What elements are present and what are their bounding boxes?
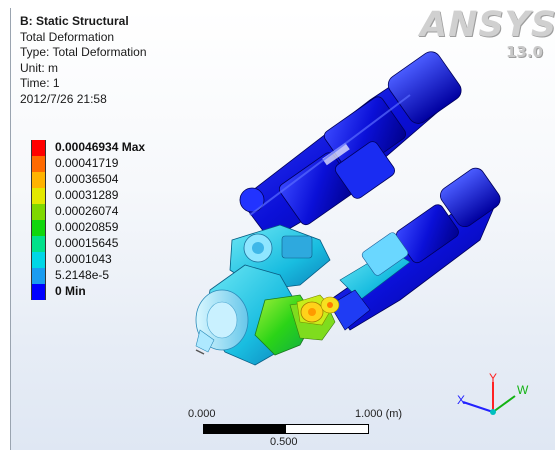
logo-wordmark: ANSYS bbox=[420, 5, 555, 45]
legend-entry: 0.00026074 bbox=[31, 204, 231, 220]
legend-label: 0.00041719 bbox=[55, 156, 119, 170]
legend-swatch bbox=[31, 268, 46, 284]
legend-swatch bbox=[31, 204, 46, 220]
scale-bar-black-segment bbox=[204, 425, 286, 433]
scale-label-end: 1.000 (m) bbox=[355, 408, 403, 420]
w-axis-label: W bbox=[517, 383, 529, 397]
legend-swatch bbox=[31, 220, 46, 236]
legend-entry: 0.00041719 bbox=[31, 156, 231, 172]
result-name: Total Deformation bbox=[20, 29, 115, 44]
scale-label-start: 0.000 bbox=[188, 408, 216, 420]
result-unit: Unit: m bbox=[20, 60, 59, 75]
max-deformation-clevis bbox=[296, 294, 340, 326]
legend-entry: 0.00015645 bbox=[31, 236, 231, 252]
caption-strip bbox=[0, 0, 555, 8]
legend-label: 0.0001043 bbox=[55, 252, 112, 266]
legend-swatch bbox=[31, 284, 46, 300]
legend-entry: 0.00046934 Max bbox=[31, 140, 231, 156]
legend-swatch bbox=[31, 236, 46, 252]
upper-arm bbox=[239, 51, 462, 241]
legend-entry: 0 Min bbox=[31, 284, 231, 300]
legend-label: 0.00036504 bbox=[55, 172, 119, 186]
legend-entry: 0.00036504 bbox=[31, 172, 231, 188]
ansys-logo: ANSYS 13.0 bbox=[420, 5, 555, 61]
result-type: Type: Total Deformation bbox=[20, 45, 147, 60]
legend-label: 0.00015645 bbox=[55, 236, 119, 250]
legend-swatch bbox=[31, 140, 46, 156]
analysis-title: B: Static Structural bbox=[20, 14, 129, 28]
logo-version: 13.0 bbox=[505, 43, 543, 61]
legend-entry: 0.00031289 bbox=[31, 188, 231, 204]
result-time: Time: 1 bbox=[20, 76, 60, 91]
x-axis-label: X bbox=[457, 393, 465, 407]
scale-bar bbox=[203, 424, 369, 434]
z-axis-arrow bbox=[492, 395, 516, 413]
legend-entry: 0.00020859 bbox=[31, 220, 231, 236]
result-timestamp: 2012/7/26 21:58 bbox=[20, 91, 107, 106]
legend-label: 5.2148e-5 bbox=[55, 268, 110, 282]
y-axis-label: Y bbox=[489, 371, 497, 385]
coordinate-triad[interactable]: X Y W bbox=[455, 370, 545, 430]
legend-swatch bbox=[31, 252, 46, 268]
legend-label: 0.00026074 bbox=[55, 204, 119, 218]
bottom-margin bbox=[0, 450, 555, 460]
legend-entry: 0.0001043 bbox=[31, 252, 231, 268]
legend-swatch bbox=[31, 156, 46, 172]
legend-swatch bbox=[31, 188, 46, 204]
lower-arm bbox=[329, 167, 501, 331]
legend-entry: 5.2148e-5 bbox=[31, 268, 231, 284]
legend-label: 0.00020859 bbox=[55, 220, 119, 234]
x-axis-arrow bbox=[462, 401, 494, 413]
triad-origin bbox=[490, 409, 496, 415]
legend-swatch bbox=[31, 172, 46, 188]
legend-label: 0 Min bbox=[55, 284, 86, 298]
result-info-block: B: Static Structural Total Deformation T… bbox=[20, 14, 147, 108]
legend-label: 0.00031289 bbox=[55, 188, 119, 202]
scale-label-mid: 0.500 bbox=[270, 436, 298, 448]
legend-label: 0.00046934 Max bbox=[55, 140, 146, 154]
